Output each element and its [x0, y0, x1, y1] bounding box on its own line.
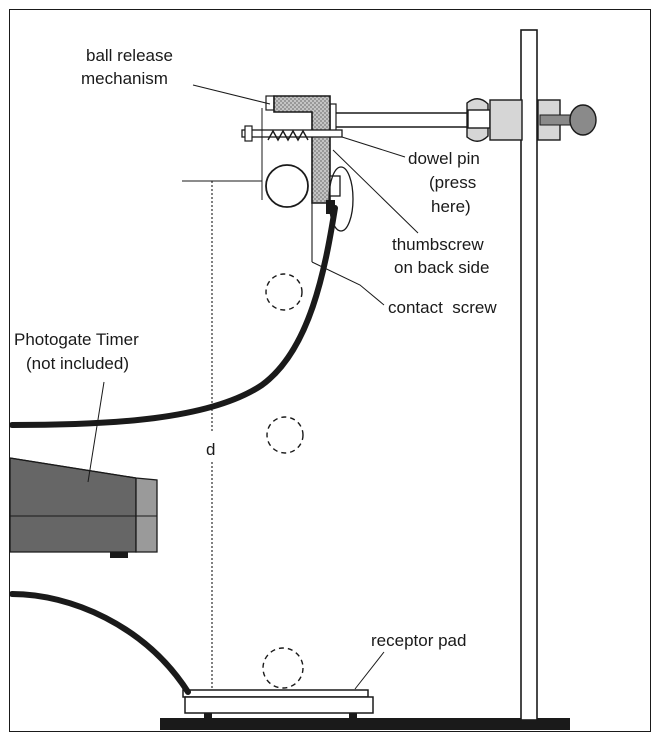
distance-indicator [182, 180, 262, 712]
label-dowel-line3: here) [431, 197, 471, 216]
ball-falling-2 [266, 416, 304, 454]
ball-falling-3 [262, 647, 304, 689]
timer-cable-lower [9, 591, 191, 695]
label-dowel-line1: dowel pin [408, 149, 480, 168]
base-plate [160, 718, 570, 730]
ball-top [265, 164, 309, 208]
release-mechanism [241, 95, 354, 232]
leader-dowel [341, 136, 406, 158]
label-release-line2: mechanism [81, 69, 168, 88]
photogate-timer [9, 457, 158, 558]
receptor-pad [182, 689, 374, 719]
ball-falling-1 [265, 273, 303, 311]
label-distance: d [206, 440, 215, 459]
leader-timer [87, 381, 105, 483]
timer-cable-upper [9, 205, 338, 428]
leader-release [192, 84, 271, 105]
label-timer-line1: Photogate Timer [14, 330, 139, 349]
label-receptor-pad: receptor pad [371, 631, 466, 650]
leader-receptor [354, 651, 385, 690]
label-thumbscrew-line1: thumbscrew [392, 235, 484, 254]
leader-thumbscrew [332, 149, 419, 234]
label-timer-line2: (not included) [26, 354, 129, 373]
label-dowel-line2: (press [429, 173, 476, 192]
horizontal-arm [330, 112, 470, 128]
label-contact-screw: contact screw [388, 298, 497, 317]
leader-contact [311, 261, 385, 306]
label-thumbscrew-line2: on back side [394, 258, 489, 277]
support-rod [520, 29, 538, 721]
label-release-line1: ball release [86, 46, 173, 65]
frame-border [9, 9, 651, 732]
rod-clamp [466, 98, 597, 142]
